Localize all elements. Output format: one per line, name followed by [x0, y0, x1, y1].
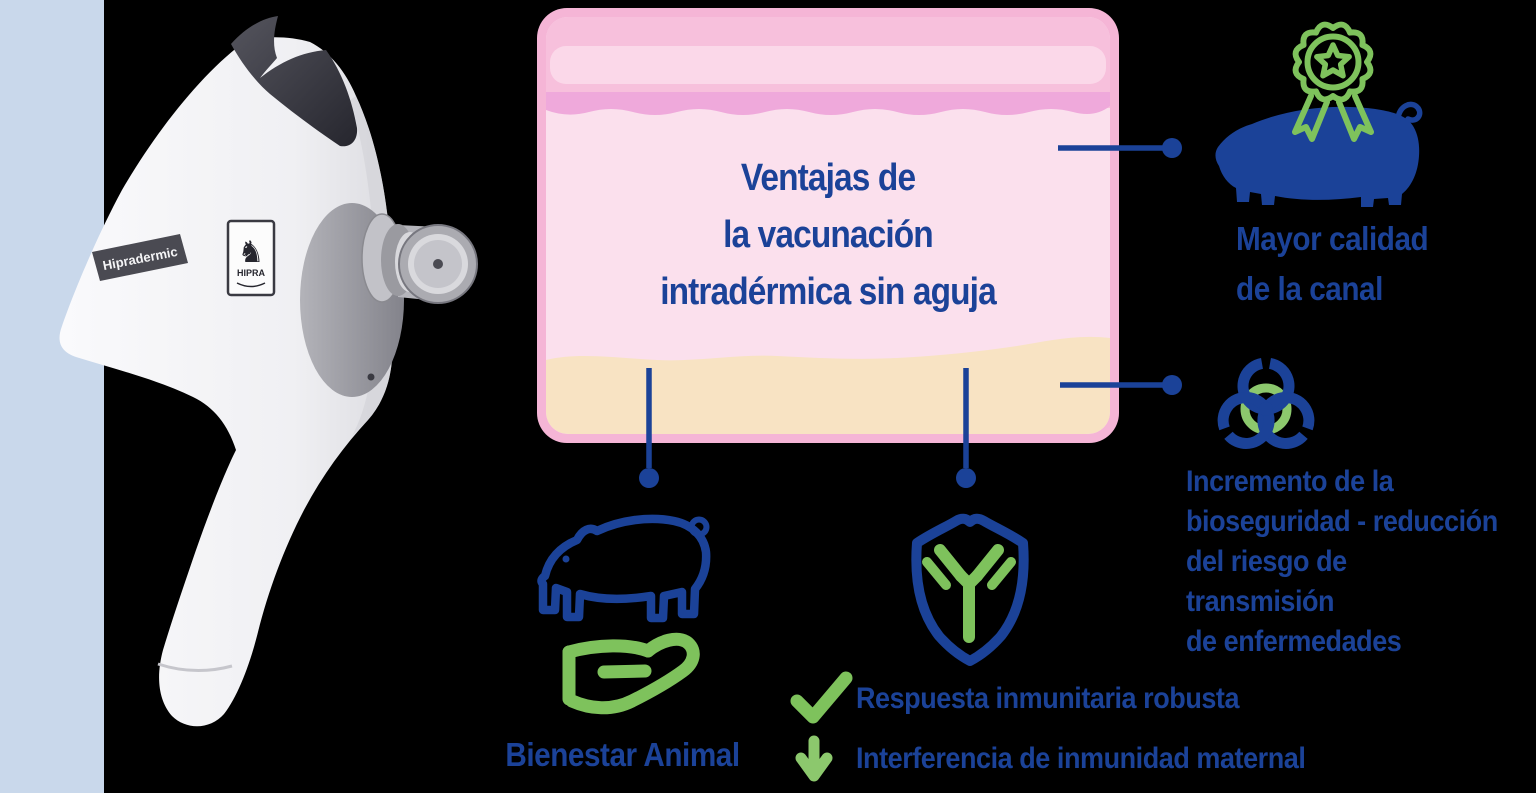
hipra-logo-horse-icon: ♞	[238, 236, 265, 269]
connector-dot	[956, 468, 976, 488]
pig-tail	[1395, 101, 1423, 123]
award-ribbons	[1292, 93, 1374, 142]
diagram-title: Ventajas de la vacunación intradérmica s…	[572, 150, 1084, 321]
handle-seam	[157, 662, 233, 673]
diagram-title-line: intradérmica sin aguja	[660, 271, 996, 313]
immune-response-label: Respuesta inmunitaria robusta	[856, 682, 1240, 715]
down-arrow-icon	[795, 735, 833, 782]
device-screw-dot	[367, 373, 375, 381]
connector-dot	[1162, 138, 1182, 158]
biosecurity-line: bioseguridad - reducción	[1186, 505, 1498, 538]
device-body	[59, 37, 394, 727]
antibody-icon	[922, 544, 1016, 643]
hipradermic-device: Hipradermic ♞ HIPRA	[59, 16, 478, 727]
carcass-quality-line: de la canal	[1236, 270, 1383, 307]
connector-lines	[639, 138, 1182, 488]
maternal-immunity-label: Interferencia de inmunidad maternal	[856, 742, 1306, 775]
connector-dot	[639, 468, 659, 488]
check-icon	[790, 671, 853, 724]
pig-outline-icon	[537, 514, 711, 623]
skin-layers	[537, 8, 1119, 443]
device-nozzle	[361, 213, 478, 304]
skin-diagram: Ventajas de la vacunación intradérmica s…	[537, 8, 1119, 443]
diagram-title-line: la vacunación	[723, 214, 934, 256]
biosecurity-line: Incremento de la	[1186, 465, 1394, 498]
hand-icon	[562, 632, 700, 715]
device-fin	[231, 16, 358, 147]
award-rosette-icon	[1292, 21, 1374, 103]
pig-award-icon	[1215, 21, 1423, 207]
hipra-logo-text: HIPRA	[237, 268, 266, 278]
animal-welfare-label: Bienestar Animal	[505, 736, 740, 773]
carcass-quality-label: Mayor calidad de la canal	[1236, 214, 1429, 314]
diagram-title-line: Ventajas de	[740, 157, 916, 199]
biosecurity-label: Incremento de la bioseguridad - reducció…	[1186, 462, 1501, 662]
hipra-logo: ♞ HIPRA	[226, 219, 276, 297]
biosecurity-line: de enfermedades	[1186, 625, 1402, 658]
left-stripe	[0, 0, 104, 793]
skin-corneum-band	[550, 46, 1106, 84]
biohazard-icon	[1217, 357, 1315, 449]
carcass-quality-line: Mayor calidad	[1236, 220, 1429, 257]
skin-fat-layer	[546, 336, 1110, 434]
biosecurity-line: del riesgo de transmisión	[1186, 545, 1347, 618]
skin-wavy-band	[546, 92, 1110, 115]
shield-antibody-icon	[911, 513, 1029, 666]
connector-dot	[1162, 375, 1182, 395]
